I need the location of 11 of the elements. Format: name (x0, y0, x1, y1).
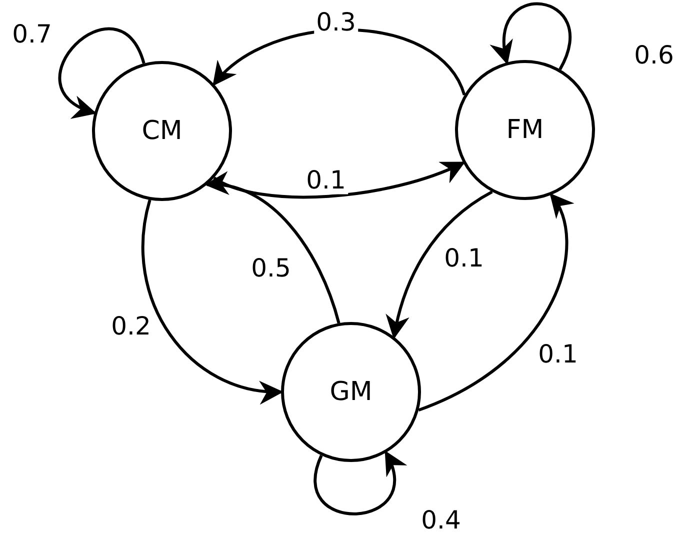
arrow (58, 28, 146, 116)
state-label: CM (142, 116, 182, 146)
arrow (314, 450, 406, 516)
arrow (213, 160, 466, 199)
arrow (386, 190, 493, 340)
arrow (418, 192, 574, 412)
arrow (141, 200, 284, 403)
state-label: GM (330, 377, 372, 407)
state-label: FM (506, 115, 544, 145)
arrow (204, 173, 340, 324)
arrow (492, 2, 572, 70)
